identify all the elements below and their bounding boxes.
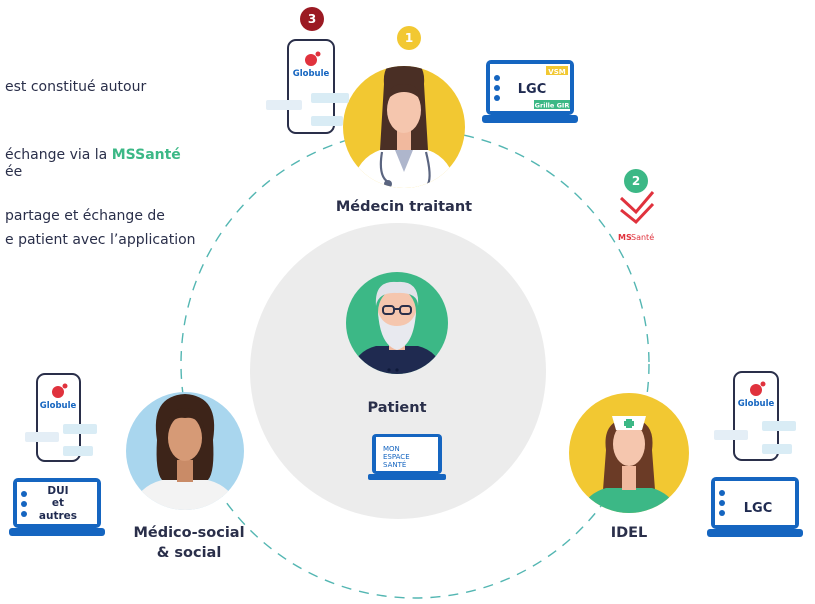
sante-label: SANTÉ (383, 460, 406, 469)
lgc-laptop-idel: LGC (707, 477, 803, 537)
intro-line-2: échange via la MSSanté (5, 146, 181, 165)
mon-espace-sante-laptop: MON ESPACE SANTÉ (368, 434, 446, 480)
mss-sante-label: Santé (631, 232, 654, 242)
step-1-badge: 1 (397, 26, 421, 50)
mssante-logo-icon: MS Santé (618, 191, 654, 242)
lgc-laptop-medecin: VSM LGC Grille GIR (482, 60, 578, 123)
vsm-label: VSM (548, 68, 565, 76)
espace-label: ESPACE (383, 453, 410, 461)
medico-label-line-2: & social (156, 545, 222, 561)
step-2-badge: 2 (624, 169, 648, 193)
mss-ms-label: MS (618, 233, 632, 242)
medecin-avatar (343, 66, 465, 188)
intro-line-3: ée (5, 164, 23, 180)
lgc-label-2: LGC (744, 501, 773, 516)
medecin-label: Médecin traitant (335, 199, 473, 215)
idel-label: IDEL (610, 525, 648, 541)
intro-line-5: e patient avec l’application (5, 232, 196, 248)
globule-label-2: Globule (40, 401, 77, 411)
mssante-highlight: MSSanté (111, 147, 181, 163)
patient-avatar (346, 272, 448, 374)
step-3-badge: 3 (300, 7, 324, 31)
medico-label-line-1: Médico-social (133, 525, 245, 541)
dui-label-2: et (52, 497, 64, 509)
globule-phone-medecin: Globule (266, 39, 349, 134)
mon-label: MON (383, 445, 400, 453)
dui-laptop: DUI et autres (9, 478, 105, 536)
patient-label: Patient (367, 400, 427, 416)
globule-phone-medico: Globule (25, 373, 97, 462)
intro-line-4: partage et échange de (5, 208, 165, 224)
globule-label-1: Globule (293, 69, 330, 79)
intro-line-2-text: échange via la (5, 147, 112, 163)
intro-line-1: est constitué autour (5, 79, 147, 95)
globule-phone-idel: Globule (714, 371, 796, 461)
lgc-label-1: LGC (518, 82, 547, 97)
grille-gir-label: Grille GIR (535, 102, 570, 110)
dui-label-1: DUI (47, 485, 68, 497)
globule-label-3: Globule (738, 399, 775, 409)
medico-social-avatar (126, 392, 244, 510)
idel-avatar (569, 393, 689, 513)
dui-label-3: autres (39, 510, 77, 522)
